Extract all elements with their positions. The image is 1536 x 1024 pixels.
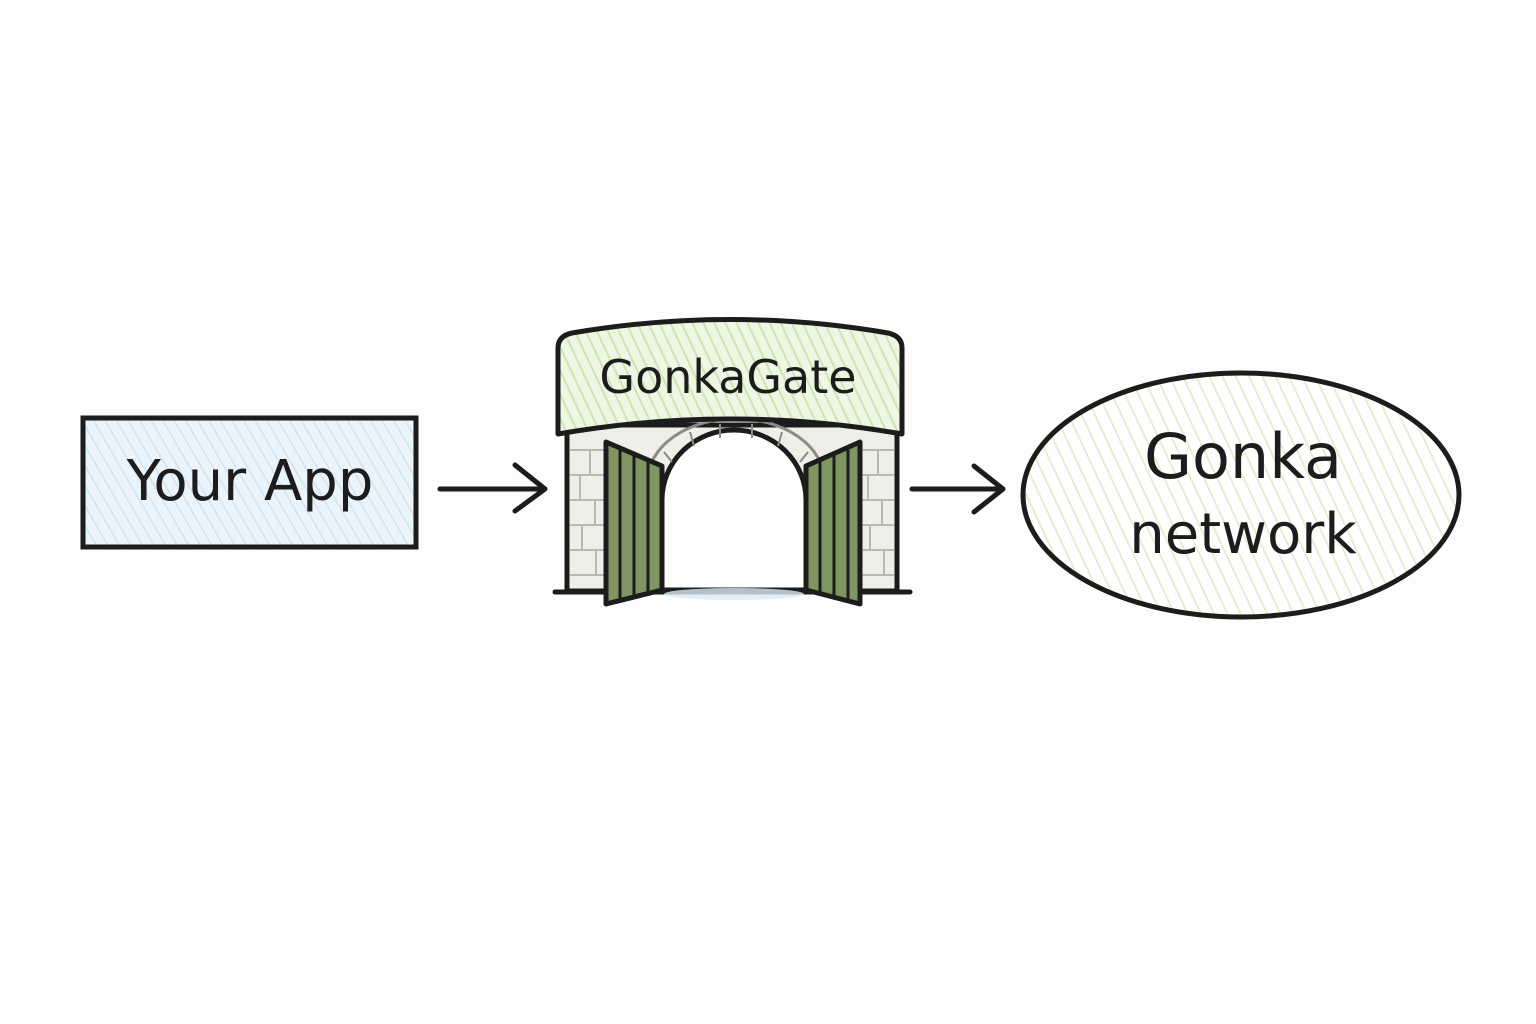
brick-pattern-right [858,449,894,576]
gate-node: GonkaGate [552,317,913,607]
arch-stone-joints [663,424,809,463]
gate-sign [555,317,905,437]
arrow-gate-to-network [909,463,1006,515]
network-node: Gonka network [1020,370,1462,620]
gate-door-left [603,439,665,607]
app-box [80,415,419,550]
network-label-line2: network [1129,502,1357,567]
arrowhead-icon [971,463,1006,515]
gate-door-right [803,439,863,607]
gate-label: GonkaGate [599,350,856,404]
arrowhead-icon [512,462,548,514]
brick-pattern-left [570,449,610,576]
network-label-line1: Gonka [1144,420,1342,493]
gate-archway [659,427,809,593]
network-ellipse [1020,370,1462,620]
app-label: Your App [126,449,374,514]
gate-shadow [664,588,804,600]
arrow-app-to-gate [437,462,548,514]
app-node: Your App [80,415,419,550]
